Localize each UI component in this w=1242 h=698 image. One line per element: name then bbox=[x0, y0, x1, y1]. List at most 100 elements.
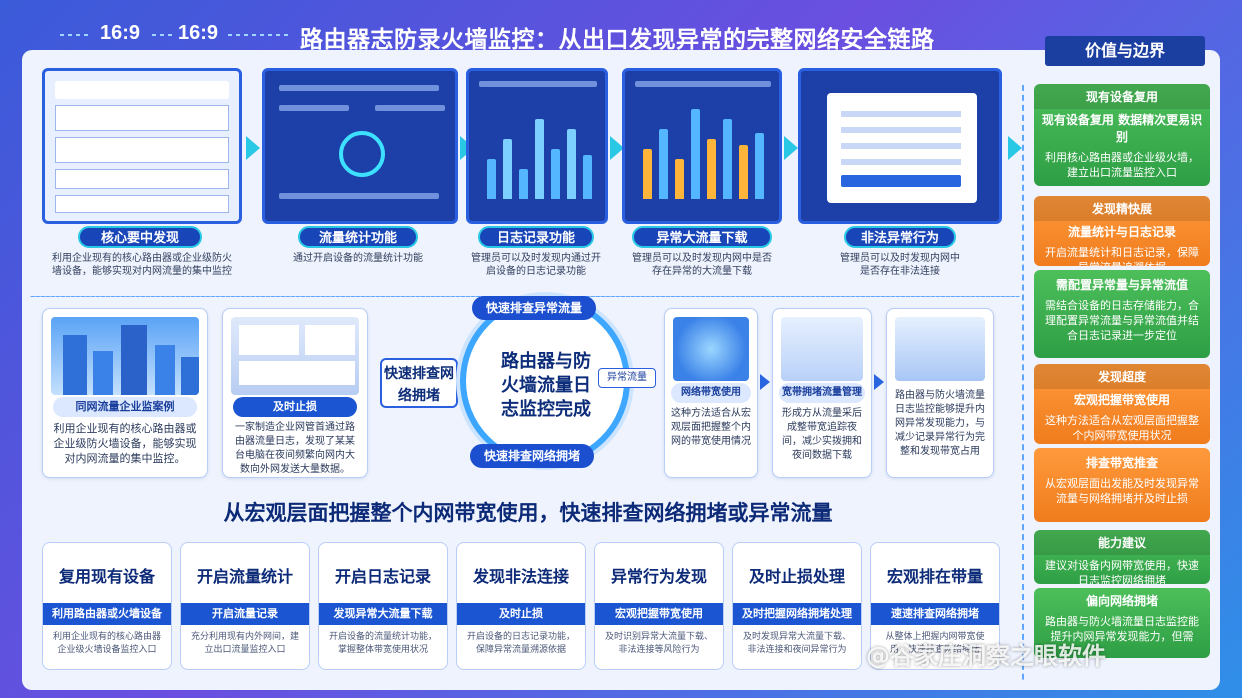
quick-check-label: 快速排查网络拥堵 bbox=[380, 358, 458, 408]
arrow-right-icon bbox=[874, 374, 884, 390]
arrow-right-icon bbox=[1008, 136, 1022, 160]
feature-pill: 发现异常大流量下载 bbox=[319, 603, 447, 625]
value-card-text: 路由器与防火墙流量日志监控能提升内网异常发现能力，但需 bbox=[1045, 615, 1199, 643]
right-case-text: 路由器与防火墙流量日志监控能够提升内网异常发现能力，与减少记录异常行为完整和发现… bbox=[895, 390, 985, 457]
case-card: 同网流量企业监案例 利用企业现有的核心路由器或企业级防火墙设备，能够实现对内网流… bbox=[42, 308, 208, 478]
server-image bbox=[781, 317, 863, 381]
right-case-card: 宽带拥堵流量管理 形成方从流量采后成整带宽追踪夜间，减少实拨拥和夜间数据下载 bbox=[772, 308, 872, 478]
feature-pill: 及时止损 bbox=[457, 603, 585, 625]
step-label: 异常大流量下载 bbox=[632, 226, 772, 248]
feature-card: 宏观排在带量 速速排查网络拥堵 从整体上把握内网带宽使用，快速排查网络拥堵 bbox=[870, 542, 1000, 670]
value-card-sub: 宏观把握带宽使用 bbox=[1073, 393, 1170, 407]
value-card: 偏向网络拥堵 路由器与防火墙流量日志监控能提升内网异常发现能力，但需 bbox=[1034, 588, 1210, 658]
feature-card: 发现非法连接 及时止损 开启设备的日志记录功能，保障异常流量溯源依据 bbox=[456, 542, 586, 670]
building-image bbox=[51, 317, 199, 395]
right-case-text: 形成方从流量采后成整带宽追踪夜间，减少实拨拥和夜间数据下载 bbox=[782, 408, 862, 461]
arrow-right-icon bbox=[784, 136, 798, 160]
arrow-right-icon bbox=[760, 374, 770, 390]
value-card-text: 这种方法适合从宏观层面把握整个内网带宽使用状况 bbox=[1045, 414, 1199, 442]
page-title: 路由器志防录火墙监控：从出口发现异常的完整网络安全链路 bbox=[300, 27, 935, 53]
step-desc: 管理员可以及时发现内网中是否存在异常的大流量下载 bbox=[632, 253, 772, 277]
feature-pill: 速速排查网络拥堵 bbox=[871, 603, 999, 625]
value-card-sub: 流量统计与日志记录 bbox=[1067, 225, 1176, 239]
case-text: 利用企业现有的核心路由器或企业级防火墙设备，能够实现对内网流量的集中监控。 bbox=[53, 422, 197, 465]
feature-title: 复用现有设备 bbox=[58, 567, 155, 586]
header-divider bbox=[228, 34, 288, 36]
abnormal-tag: 异常流量 bbox=[598, 368, 656, 388]
feature-card: 异常行为发现 宏观把握带宽使用 及时识别异常大流量下载、非法连接等风险行为 bbox=[594, 542, 724, 670]
feature-card: 开启流量统计 开启流量记录 充分利用现有内外网间，建立出口流量监控入口 bbox=[180, 542, 310, 670]
feature-card: 及时止损处理 及时把握网络拥堵处理 及时发现异常大流量下载、非法连接和夜间异常行… bbox=[732, 542, 862, 670]
value-card-text: 需结合设备的日志存储能力，合理配置异常流量与异常流值并结合日志记录进一步定位 bbox=[1045, 299, 1199, 342]
feature-pill: 宏观把握带宽使用 bbox=[595, 603, 723, 625]
value-card-sub: 需配置异常量与异常流值 bbox=[1055, 278, 1188, 292]
step-desc: 利用企业现有的核心路由器或企业级防火墙设备，能够实现对内网流量的集中监控 bbox=[52, 253, 232, 277]
step-card-download bbox=[622, 68, 782, 224]
header-divider bbox=[152, 34, 174, 36]
stop-label: 及时止损 bbox=[233, 397, 357, 417]
stop-text: 一家制造企业网管首通过路由器流量日志，发现了某某台电脑在夜间频繁向网内大数向外网… bbox=[235, 422, 355, 475]
right-case-card: 网络带宽使用 这种方法适合从宏观层面把握整个内网的带宽使用情况 bbox=[664, 308, 758, 478]
feature-pill: 开启流量记录 bbox=[181, 603, 309, 625]
value-card-sub: 偏向网络拥堵 bbox=[1085, 594, 1158, 608]
header-divider bbox=[60, 34, 90, 36]
feature-title: 开启流量统计 bbox=[196, 567, 293, 586]
step-desc: 管理员可以及时发现内通过开启设备的日志记录功能 bbox=[471, 253, 601, 277]
arrow-right-icon bbox=[610, 136, 624, 160]
step-desc: 管理员可以及时发现内网中是否存在非法连接 bbox=[840, 253, 960, 277]
ratio-tag-left: 16:9 bbox=[100, 22, 141, 44]
feature-text: 及时发现异常大流量下载、非法连接和夜间异常行为 bbox=[742, 632, 851, 655]
feature-title: 宏观排在带量 bbox=[886, 567, 983, 586]
step-label: 流量统计功能 bbox=[298, 226, 418, 248]
center-text: 路由器与防火墙流量日志监控完成 bbox=[501, 351, 591, 420]
value-panel-title: 价值与边界 bbox=[1045, 36, 1205, 66]
step-label: 非法异常行为 bbox=[844, 226, 956, 248]
arc-label-top: 快速排查异常流量 bbox=[472, 296, 596, 320]
value-card-head: 现有设备复用 bbox=[1034, 84, 1210, 109]
network-image bbox=[673, 317, 749, 381]
arrow-right-icon bbox=[246, 136, 260, 160]
value-card-text: 建议对设备内网带宽使用，快速日志监控网络拥堵 bbox=[1045, 559, 1199, 584]
feature-text: 从整体上把握内网带宽使用，快速排查网络拥堵 bbox=[885, 632, 985, 655]
stop-card: 及时止损 一家制造企业网管首通过路由器流量日志，发现了某某台电脑在夜间频繁向网内… bbox=[222, 308, 368, 478]
value-card: 排查带宽推查 从宏观层面出发能及时发现异常流量与网络拥堵并及时止损 bbox=[1034, 448, 1210, 522]
feature-text: 开启设备的日志记录功能，保障异常流量溯源依据 bbox=[466, 632, 575, 655]
value-card: 现有设备复用 现有设备复用 数据精次更易识别 利用核心路由器或企业级火墙，建立出… bbox=[1034, 84, 1210, 186]
ratio-tag-right: 16:9 bbox=[178, 22, 219, 44]
value-card: 发现精快展 流量统计与日志记录 开启流量统计和日志记录，保障异常流量追溯依据 bbox=[1034, 196, 1210, 266]
value-card-sub: 排查带宽推查 bbox=[1085, 456, 1158, 470]
step-card-traffic bbox=[262, 68, 458, 224]
step-card-core bbox=[42, 68, 242, 224]
value-card-text: 从宏观层面出发能及时发现异常流量与网络拥堵并及时止损 bbox=[1045, 477, 1199, 505]
panel-divider bbox=[1022, 82, 1220, 682]
value-card-head: 发现超度 bbox=[1034, 364, 1210, 389]
feature-text: 开启设备的流量统计功能，掌握整体带宽使用状况 bbox=[328, 632, 437, 655]
case-label: 同网流量企业监案例 bbox=[53, 397, 197, 417]
feature-pill: 及时把握网络拥堵处理 bbox=[733, 603, 861, 625]
feature-text: 充分利用现有内外网间，建立出口流量监控入口 bbox=[190, 632, 299, 655]
value-card-text: 开启流量统计和日志记录，保障异常流量追溯依据 bbox=[1045, 246, 1199, 266]
summary-banner: 从宏观层面把握整个内网带宽使用，快速排查网络拥堵或异常流量 bbox=[223, 501, 833, 525]
watermark-text: @谷家庄洞察之眼软件 bbox=[866, 642, 1106, 670]
feature-text: 及时识别异常大流量下载、非法连接等风险行为 bbox=[604, 632, 713, 655]
step-card-illegal bbox=[798, 68, 1002, 224]
feature-card: 开启日志记录 发现异常大流量下载 开启设备的流量统计功能，掌握整体带宽使用状况 bbox=[318, 542, 448, 670]
feature-card: 复用现有设备 利用路由器或火墙设备 利用企业现有的核心路由器企业级火墙设备监控入… bbox=[42, 542, 172, 670]
screenshot-image bbox=[231, 317, 359, 395]
right-case-label: 宽带拥堵流量管理 bbox=[779, 383, 865, 403]
step-desc: 通过开启设备的流量统计功能 bbox=[293, 253, 423, 264]
value-card: 能力建议 建议对设备内网带宽使用，快速日志监控网络拥堵 bbox=[1034, 530, 1210, 584]
value-card-sub: 现有设备复用 数据精次更易识别 bbox=[1041, 113, 1203, 144]
value-card: 发现超度 宏观把握带宽使用 这种方法适合从宏观层面把握整个内网带宽使用状况 bbox=[1034, 364, 1210, 444]
value-card-head: 能力建议 bbox=[1034, 530, 1210, 555]
right-case-label: 网络带宽使用 bbox=[671, 383, 751, 403]
step-label: 核心要中发现 bbox=[78, 226, 202, 248]
feature-title: 发现非法连接 bbox=[472, 567, 569, 586]
feature-text: 利用企业现有的核心路由器企业级火墙设备监控入口 bbox=[52, 632, 161, 655]
feature-pill: 利用路由器或火墙设备 bbox=[43, 603, 171, 625]
arc-label-bottom: 快速排查网络拥堵 bbox=[470, 444, 594, 468]
step-card-log bbox=[466, 68, 608, 224]
value-card: 需配置异常量与异常流值 需结合设备的日志存储能力，合理配置异常流量与异常流值并结… bbox=[1034, 270, 1210, 358]
right-case-card: 路由器与防火墙流量日志监控能够提升内网异常发现能力，与减少记录异常行为完整和发现… bbox=[886, 308, 994, 478]
feature-title: 开启日志记录 bbox=[334, 567, 431, 586]
